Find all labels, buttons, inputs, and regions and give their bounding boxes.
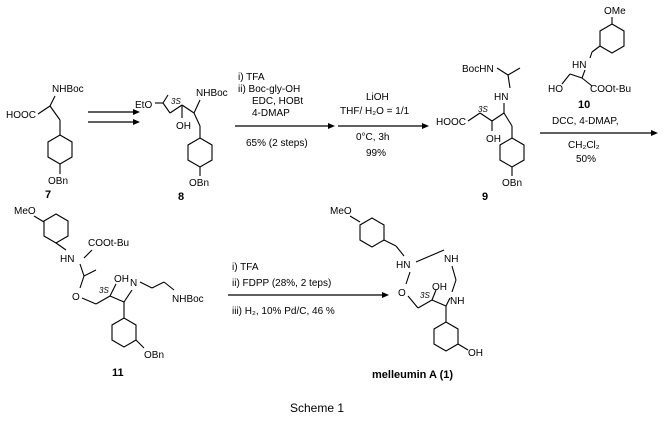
c10-benzene-ring — [599, 23, 625, 54]
compound-8-number: 8 — [178, 191, 184, 203]
prod-oh-label: OH — [432, 282, 447, 293]
c10-hn-label: HN — [572, 60, 586, 71]
compound-7: HOOC NHBoc OBn 7 — [6, 84, 84, 201]
step4-line-3: iii) H₂, 10% Pd/C, 46 % — [232, 306, 335, 317]
c8-eto-label: EtO — [135, 100, 152, 111]
c11-hn-label: HN — [60, 254, 74, 265]
step-3-conditions: DCC, 4-DMAP, CH₂Cl₂ 50% — [540, 116, 658, 165]
step3-above: DCC, 4-DMAP, — [552, 116, 619, 127]
compound-10-number: 10 — [578, 99, 590, 111]
prod-o-label: O — [398, 288, 406, 299]
c9-obn-label: OBn — [502, 178, 522, 189]
c11-benzene-ring-top — [43, 213, 69, 244]
step1-line-2: ii) Boc-gly-OH — [238, 84, 300, 95]
prod-phoh-label: OH — [468, 348, 483, 359]
prod-stereo-label: 3S — [420, 291, 430, 300]
prod-nh-label: NH — [444, 254, 458, 265]
compound-10: OMe HN HO COOt-Bu 10 — [548, 6, 631, 111]
c9-benzene-ring — [499, 137, 525, 168]
c9-oh-label: OH — [486, 134, 501, 145]
c8-oh-label: OH — [176, 121, 191, 132]
c10-ome-label: OMe — [604, 6, 626, 17]
step2-below-2: 99% — [366, 148, 386, 159]
prod-meo-label: MeO — [330, 206, 352, 217]
product-name: melleumin A (1) — [372, 369, 453, 381]
arrow-7-to-8 — [88, 109, 140, 125]
step2-line-1: LiOH — [366, 92, 389, 103]
step-4-conditions: i) TFA ii) FDPP (28%, 2 teps) iii) H₂, 1… — [228, 262, 389, 317]
compound-7-number: 7 — [45, 189, 51, 201]
step-2-conditions: LiOH THF/ H₂O = 1/1 0°C, 3h 99% — [338, 92, 429, 159]
c11-benzene-ring-bottom — [111, 317, 137, 348]
c8-benzene-ring — [187, 137, 213, 168]
step3-below-1: CH₂Cl₂ — [568, 140, 600, 151]
c8-obn-label: OBn — [189, 178, 209, 189]
prod-hn-label: HN — [396, 260, 410, 271]
c10-ho-label: HO — [548, 84, 563, 95]
c11-stereo-label: 3S — [99, 286, 109, 295]
scheme-caption: Scheme 1 — [290, 401, 344, 415]
c11-n-label: N — [130, 278, 137, 289]
prod-nh2-label: NH — [450, 296, 464, 307]
c11-ester-label: COOt-Bu — [88, 238, 129, 249]
c11-nhboc-label: NHBoc — [172, 294, 204, 305]
prod-benzene-ring-bottom — [433, 321, 459, 352]
c10-ester-label: COOt-Bu — [590, 84, 631, 95]
c8-nhboc-label: NHBoc — [196, 88, 228, 99]
c9-bochn-label: BocHN — [462, 64, 494, 75]
compound-9: BocHN HN HOOC 3S OH OBn 9 — [436, 64, 525, 203]
prod-benzene-ring-top — [359, 217, 385, 248]
c11-o-label: O — [72, 292, 80, 303]
c9-hn-label: HN — [494, 92, 508, 103]
step2-below-1: 0°C, 3h — [356, 132, 389, 143]
step1-line-4: 4-DMAP — [252, 108, 290, 119]
step1-line-3: EDC, HOBt — [252, 96, 303, 107]
step-1-conditions: i) TFA ii) Boc-gly-OH EDC, HOBt 4-DMAP 6… — [235, 72, 335, 149]
c11-oh-label: OH — [114, 274, 129, 285]
c8-stereo-label: 3S — [171, 97, 181, 106]
step4-line-1: i) TFA — [232, 262, 259, 273]
c7-obn-label: OBn — [48, 176, 68, 187]
step3-below-2: 50% — [576, 154, 596, 165]
c9-stereo-label: 3S — [478, 105, 488, 114]
c7-cooh-label: HOOC — [6, 110, 36, 121]
step2-line-2: THF/ H₂O = 1/1 — [340, 106, 410, 117]
step1-yield: 65% (2 steps) — [246, 138, 308, 149]
c11-meo-label: MeO — [14, 206, 36, 217]
step4-line-2: ii) FDPP (28%, 2 teps) — [232, 278, 331, 289]
c7-benzene-ring — [47, 134, 73, 165]
compound-melleumin-a: MeO HN NH O 3S OH NH OH melleumin A (1) — [330, 206, 483, 381]
compound-9-number: 9 — [482, 191, 488, 203]
compound-11: MeO HN COOt-Bu O 3S OH N NHBoc OBn 11 — [14, 206, 204, 379]
compound-11-number: 11 — [112, 367, 124, 379]
c11-obn-label: OBn — [144, 350, 164, 361]
compound-8: EtO 3S OH NHBoc OBn 8 — [135, 88, 228, 203]
c7-nhboc-label: NHBoc — [52, 84, 84, 95]
c9-hooc-label: HOOC — [436, 117, 466, 128]
step1-line-1: i) TFA — [238, 72, 265, 83]
